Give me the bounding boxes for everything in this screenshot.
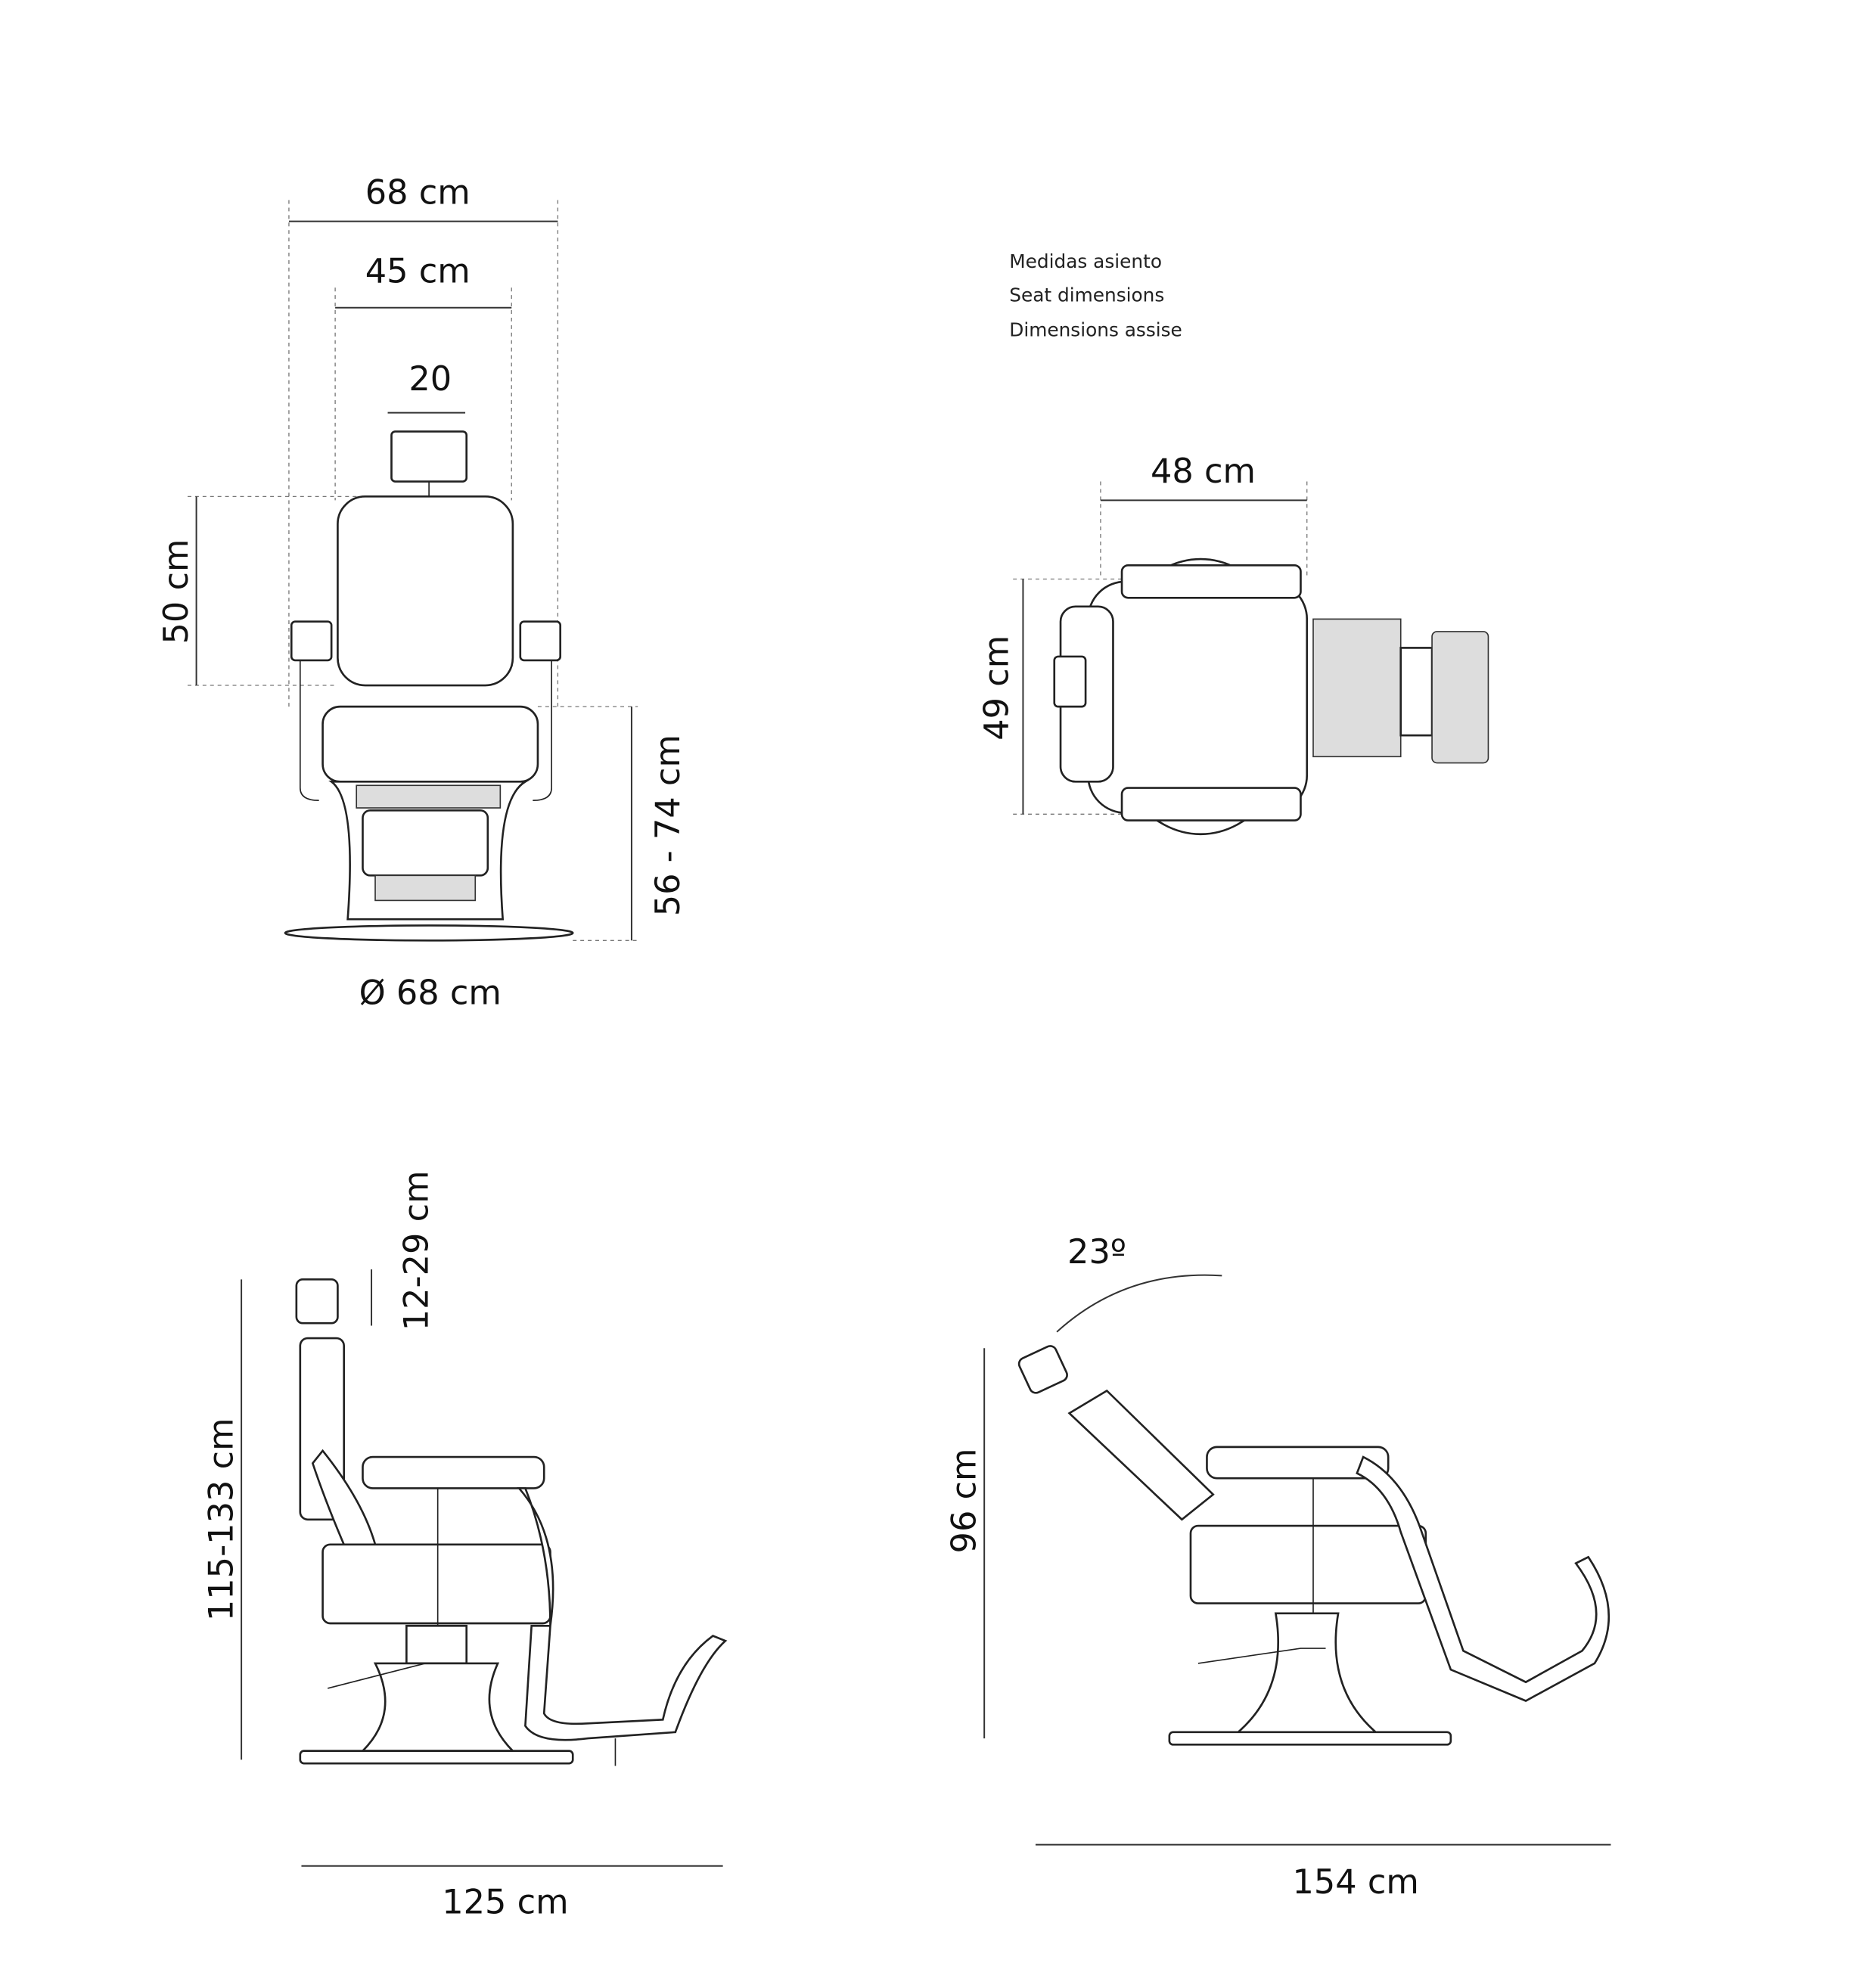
recline-angle-arc bbox=[1056, 1274, 1222, 1333]
base-diameter-label: Ø 68 cm bbox=[359, 974, 502, 1013]
seat-note-en: Seat dimensions bbox=[1009, 284, 1164, 306]
recline-angle-label: 23º bbox=[1067, 1232, 1126, 1272]
total-height-label: 115-133 cm bbox=[202, 1418, 241, 1621]
side-view: 12-29 cm 115-133 cm 125 cm bbox=[202, 1170, 728, 1922]
front-view: 68 cm 45 cm 20 50 cm 56 - 74 cm Ø 68 cm bbox=[157, 172, 688, 1012]
seat-height-label: 56 - 74 cm bbox=[648, 735, 688, 916]
backrest-height-label: 50 cm bbox=[157, 539, 196, 644]
seat-note-fr: Dimensions assise bbox=[1009, 319, 1182, 341]
backrest-width-label: 45 cm bbox=[365, 252, 471, 291]
headrest-adjust-label: 12-29 cm bbox=[396, 1170, 436, 1331]
overall-width-label: 68 cm bbox=[365, 172, 471, 212]
reclined-view: 23º 96 cm 154 cm bbox=[945, 1232, 1611, 1902]
reclined-height-label: 96 cm bbox=[945, 1448, 984, 1553]
reclined-length-label: 154 cm bbox=[1293, 1862, 1419, 1902]
seat-note-es: Medidas asiento bbox=[1009, 250, 1162, 272]
seat-width-label: 48 cm bbox=[1151, 452, 1256, 491]
total-length-label: 125 cm bbox=[442, 1883, 568, 1922]
top-view: Medidas asiento Seat dimensions Dimensio… bbox=[977, 250, 1489, 836]
seat-depth-label: 49 cm bbox=[977, 635, 1017, 741]
headrest-width-label: 20 bbox=[408, 359, 452, 399]
